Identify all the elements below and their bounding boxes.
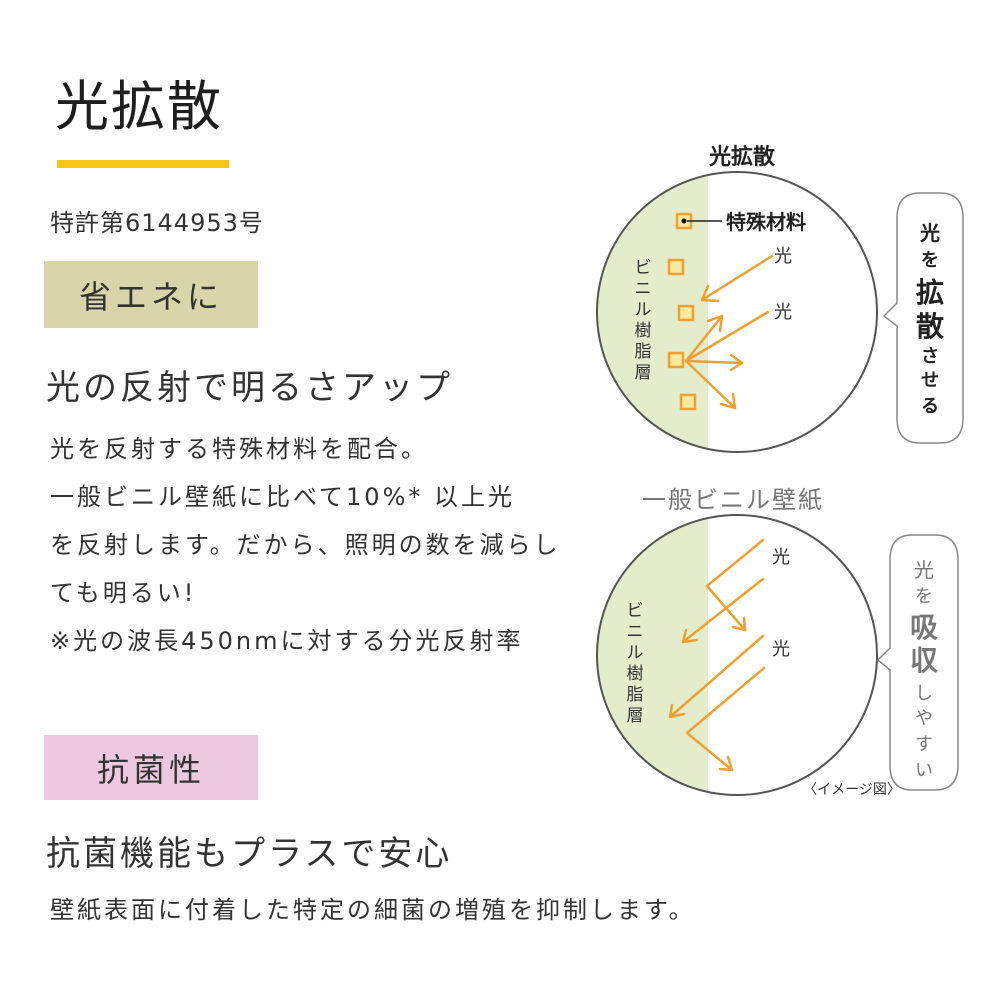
svg-text:し: し xyxy=(915,683,933,704)
diffuse-speech-bubble: 光 を 拡 散 さ せ る xyxy=(882,192,964,444)
svg-text:い: い xyxy=(915,760,933,781)
light-label: 光 xyxy=(772,639,790,660)
antibacterial-heading: 抗菌機能もプラスで安心 xyxy=(46,834,453,874)
svg-text:ル: ル xyxy=(627,643,644,663)
energy-line: 光を反射する特殊材料を配合。 xyxy=(50,435,428,463)
svg-text:せ: せ xyxy=(921,370,939,391)
svg-text:ニ: ニ xyxy=(627,622,644,642)
patent-number: 特許第6144953号 xyxy=(50,209,264,237)
svg-text:ビ: ビ xyxy=(635,258,652,278)
light-arrows xyxy=(684,254,774,410)
image-caption: 〈イメージ図〉 xyxy=(803,782,901,798)
energy-description: 光を反射する特殊材料を配合。 一般ビニル壁紙に比べて10%* 以上光 を反射しま… xyxy=(50,425,590,665)
resin-layer xyxy=(597,515,708,795)
resin-layer-label: ビ ニ ル 樹 脂 層 xyxy=(635,258,652,383)
antibacterial-tag-label: 抗菌性 xyxy=(96,750,205,789)
svg-text:樹: 樹 xyxy=(627,664,644,684)
general-diagram-title: 一般ビニル壁紙 xyxy=(642,486,824,514)
svg-text:を: を xyxy=(915,586,933,607)
absorb-speech-bubble: 光 を 吸 収 し や す い xyxy=(876,534,959,791)
svg-text:吸: 吸 xyxy=(910,611,938,644)
svg-text:層: 層 xyxy=(635,363,652,383)
svg-text:光: 光 xyxy=(919,221,940,245)
svg-text:ル: ル xyxy=(635,300,652,320)
svg-text:層: 層 xyxy=(627,706,644,726)
svg-text:を: を xyxy=(921,250,939,271)
title-underline xyxy=(57,160,229,168)
antibacterial-tag: 抗菌性 xyxy=(44,735,258,800)
energy-line: ても明るい! xyxy=(50,579,197,607)
svg-text:ニ: ニ xyxy=(635,279,652,299)
svg-text:収: 収 xyxy=(910,644,939,677)
svg-text:や: や xyxy=(915,708,933,729)
svg-text:ビ: ビ xyxy=(627,601,644,621)
antibacterial-description: 壁紙表面に付着した特定の細菌の増殖を抑制します。 xyxy=(50,896,696,924)
page-title: 光拡散 xyxy=(55,75,223,138)
svg-text:散: 散 xyxy=(916,310,944,343)
diffusion-diagram-title: 光拡散 xyxy=(708,145,776,170)
light-label: 光 xyxy=(774,302,792,323)
light-label: 光 xyxy=(772,547,790,568)
svg-text:樹: 樹 xyxy=(635,321,652,341)
energy-line: を反射します。だから、照明の数を減らし xyxy=(50,531,561,559)
svg-text:脂: 脂 xyxy=(635,342,652,362)
energy-saving-tag: 省エネに xyxy=(44,261,258,328)
svg-text:光: 光 xyxy=(914,558,934,582)
resin-layer-label: ビ ニ ル 樹 脂 層 xyxy=(627,601,644,726)
special-material-label: 特殊材料 xyxy=(726,210,806,234)
general-circle: 光 光 ビ ニ ル 樹 脂 層 xyxy=(596,514,878,796)
light-arrows xyxy=(668,538,766,772)
svg-text:る: る xyxy=(921,396,939,417)
energy-saving-tag-label: 省エネに xyxy=(78,277,223,316)
svg-text:脂: 脂 xyxy=(627,685,644,705)
svg-text:す: す xyxy=(915,734,933,755)
svg-text:さ: さ xyxy=(921,346,939,367)
energy-footnote: ※光の波長450nmに対する分光反射率 xyxy=(50,627,524,655)
light-label: 光 xyxy=(774,246,792,267)
diffusion-circle: 特殊材料 光 光 ビ ニ ル 樹 脂 層 xyxy=(596,171,878,453)
svg-text:拡: 拡 xyxy=(916,276,944,309)
energy-heading: 光の反射で明るさアップ xyxy=(46,368,453,408)
energy-line: 一般ビニル壁紙に比べて10%* 以上光 xyxy=(50,483,516,511)
